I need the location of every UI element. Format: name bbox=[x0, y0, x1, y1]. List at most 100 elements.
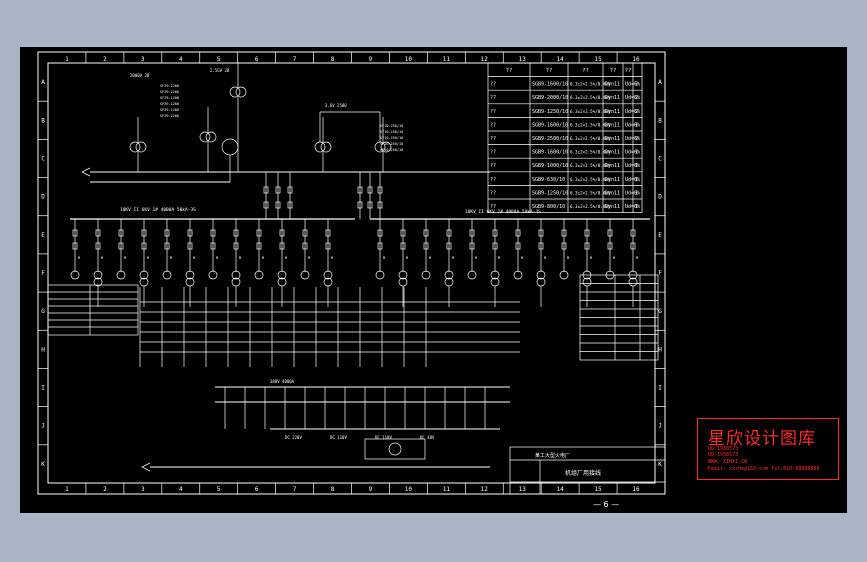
grid-row-label: E bbox=[41, 232, 45, 239]
breaker-symbol bbox=[367, 186, 373, 194]
feeder-breaker bbox=[72, 229, 78, 237]
equipment-tag: SF10-250/10 bbox=[380, 130, 403, 134]
table-cell: ?? bbox=[490, 163, 496, 169]
feeder-tag: M bbox=[383, 256, 385, 260]
table-cell: 2 bbox=[635, 136, 638, 142]
table-cell: 6.3±2×2.5%/0.4kV bbox=[570, 177, 611, 182]
feeder-breaker bbox=[72, 242, 78, 250]
grid-row-label: E bbox=[658, 232, 662, 239]
feeder-tag: M bbox=[475, 256, 477, 260]
transformer-winding bbox=[314, 141, 326, 153]
table-cell: 2 bbox=[635, 82, 638, 88]
table-cell: SGB9-1000/10 bbox=[532, 163, 568, 169]
feeder-breaker bbox=[400, 229, 406, 237]
transformer-symbol bbox=[231, 270, 241, 280]
table-cell: ?? bbox=[490, 82, 496, 88]
grid-column-label: 12 bbox=[481, 56, 489, 63]
breaker-symbol bbox=[263, 201, 269, 209]
feeder-tag: M bbox=[567, 256, 569, 260]
grid-row-label: J bbox=[41, 423, 45, 430]
grid-column-label: 14 bbox=[557, 56, 565, 63]
equipment-tag: SFZ9-1200 bbox=[160, 84, 179, 88]
table-cell: Dyn11 bbox=[605, 109, 620, 115]
feeder-breaker bbox=[515, 229, 521, 237]
feeder-breaker bbox=[607, 242, 613, 250]
grid-row-label: F bbox=[658, 270, 662, 277]
feeder-tag: M bbox=[101, 256, 103, 260]
table-cell: Dyn11 bbox=[605, 122, 620, 128]
watermark-line-2: QQ:1938573 bbox=[708, 452, 739, 458]
table-cell: 1 bbox=[635, 150, 638, 156]
grid-column-label: 16 bbox=[632, 56, 640, 63]
equipment-tag: SF10-250/10 bbox=[380, 148, 403, 152]
feeder-breaker bbox=[377, 229, 383, 237]
feeder-breaker bbox=[302, 242, 308, 250]
table-cell: Ud=6% bbox=[625, 95, 640, 101]
breaker-symbol bbox=[263, 186, 269, 194]
equipment-tag: 3.6V 2500 bbox=[325, 103, 347, 108]
transformer-symbol bbox=[323, 270, 333, 280]
table-cell: SGB9-1600/10 bbox=[532, 122, 568, 128]
breaker-symbol bbox=[367, 201, 373, 209]
watermark-line-4: Email: xxshe@163.com Tel:010-88888888 bbox=[708, 466, 820, 472]
feeder-tag: M bbox=[78, 256, 80, 260]
table-cell: SGB9-1250/10 bbox=[532, 109, 568, 115]
equipment-tag: SF10-250/10 bbox=[380, 142, 403, 146]
table-header-cell: ?? bbox=[546, 68, 553, 74]
dc-bus-label: 380V 4000A bbox=[270, 379, 295, 384]
grid-column-label: 10 bbox=[405, 56, 413, 63]
grid-row-label: F bbox=[41, 270, 45, 277]
table-cell: 6.3±2×2.5%/0.4kV bbox=[570, 82, 611, 87]
grid-row-label: I bbox=[658, 385, 662, 392]
breaker-symbol bbox=[377, 186, 383, 194]
feeder-tag: M bbox=[308, 256, 310, 260]
feeder-breaker bbox=[164, 242, 170, 250]
feeder-tag: M bbox=[590, 256, 592, 260]
equipment-tag: SF10-250/10 bbox=[380, 124, 403, 128]
table-cell: ?? bbox=[490, 150, 496, 156]
table-cell: Dyn11 bbox=[605, 136, 620, 142]
table-cell: Ud=6% bbox=[625, 190, 640, 196]
grid-column-label: 6 bbox=[255, 56, 259, 63]
table-cell: 1 bbox=[635, 190, 638, 196]
grid-column-label: 15 bbox=[594, 486, 602, 493]
breaker-symbol bbox=[287, 186, 293, 194]
equipment-tag: SFZ9-1200 bbox=[160, 102, 179, 106]
equipment-table bbox=[487, 62, 643, 213]
table-cell: 6.3±2×2.5%/0.4kV bbox=[570, 190, 611, 195]
motor-symbol bbox=[162, 270, 172, 280]
table-cell: 6.3±2×2.5%/0.4kV bbox=[570, 122, 611, 127]
grid-column-label: 5 bbox=[217, 56, 221, 63]
grid-column-label: 15 bbox=[594, 56, 602, 63]
table-cell: Ud=6% bbox=[625, 177, 640, 183]
motor-symbol bbox=[559, 270, 569, 280]
feeder-breaker bbox=[446, 229, 452, 237]
feeder-tag: M bbox=[406, 256, 408, 260]
table-cell: ?? bbox=[490, 122, 496, 128]
table-cell: ?? bbox=[490, 136, 496, 142]
motor-symbol bbox=[467, 270, 477, 280]
watermark-line-1: QQ:1938573 bbox=[708, 446, 739, 452]
transformer-symbol bbox=[444, 270, 454, 280]
dc-label: DC 110V bbox=[375, 435, 392, 440]
breaker-symbol bbox=[275, 201, 281, 209]
grid-column-label: 13 bbox=[519, 486, 527, 493]
grid-row-label: G bbox=[41, 308, 45, 315]
feeder-breaker bbox=[95, 242, 101, 250]
watermark-title: 星欣设计图库 bbox=[708, 429, 816, 449]
electrical-single-line-diagram: 1122334455667788991010111112121313141415… bbox=[37, 51, 666, 495]
drawing-name: 机组厂用接线 bbox=[565, 469, 601, 477]
dc-label: DC 48V bbox=[420, 435, 435, 440]
feeder-breaker bbox=[302, 229, 308, 237]
grid-column-label: 16 bbox=[632, 486, 640, 493]
table-header-cell: ?? bbox=[610, 68, 617, 74]
table-cell: Dyn11 bbox=[605, 190, 620, 196]
feeder-breaker bbox=[95, 229, 101, 237]
feeder-breaker bbox=[630, 229, 636, 237]
feeder-breaker bbox=[561, 229, 567, 237]
grid-column-label: 13 bbox=[519, 56, 527, 63]
grid-column-label: 3 bbox=[141, 56, 145, 63]
feeder-tag: M bbox=[262, 256, 264, 260]
grid-row-label: A bbox=[658, 79, 662, 86]
feeder-breaker bbox=[561, 242, 567, 250]
